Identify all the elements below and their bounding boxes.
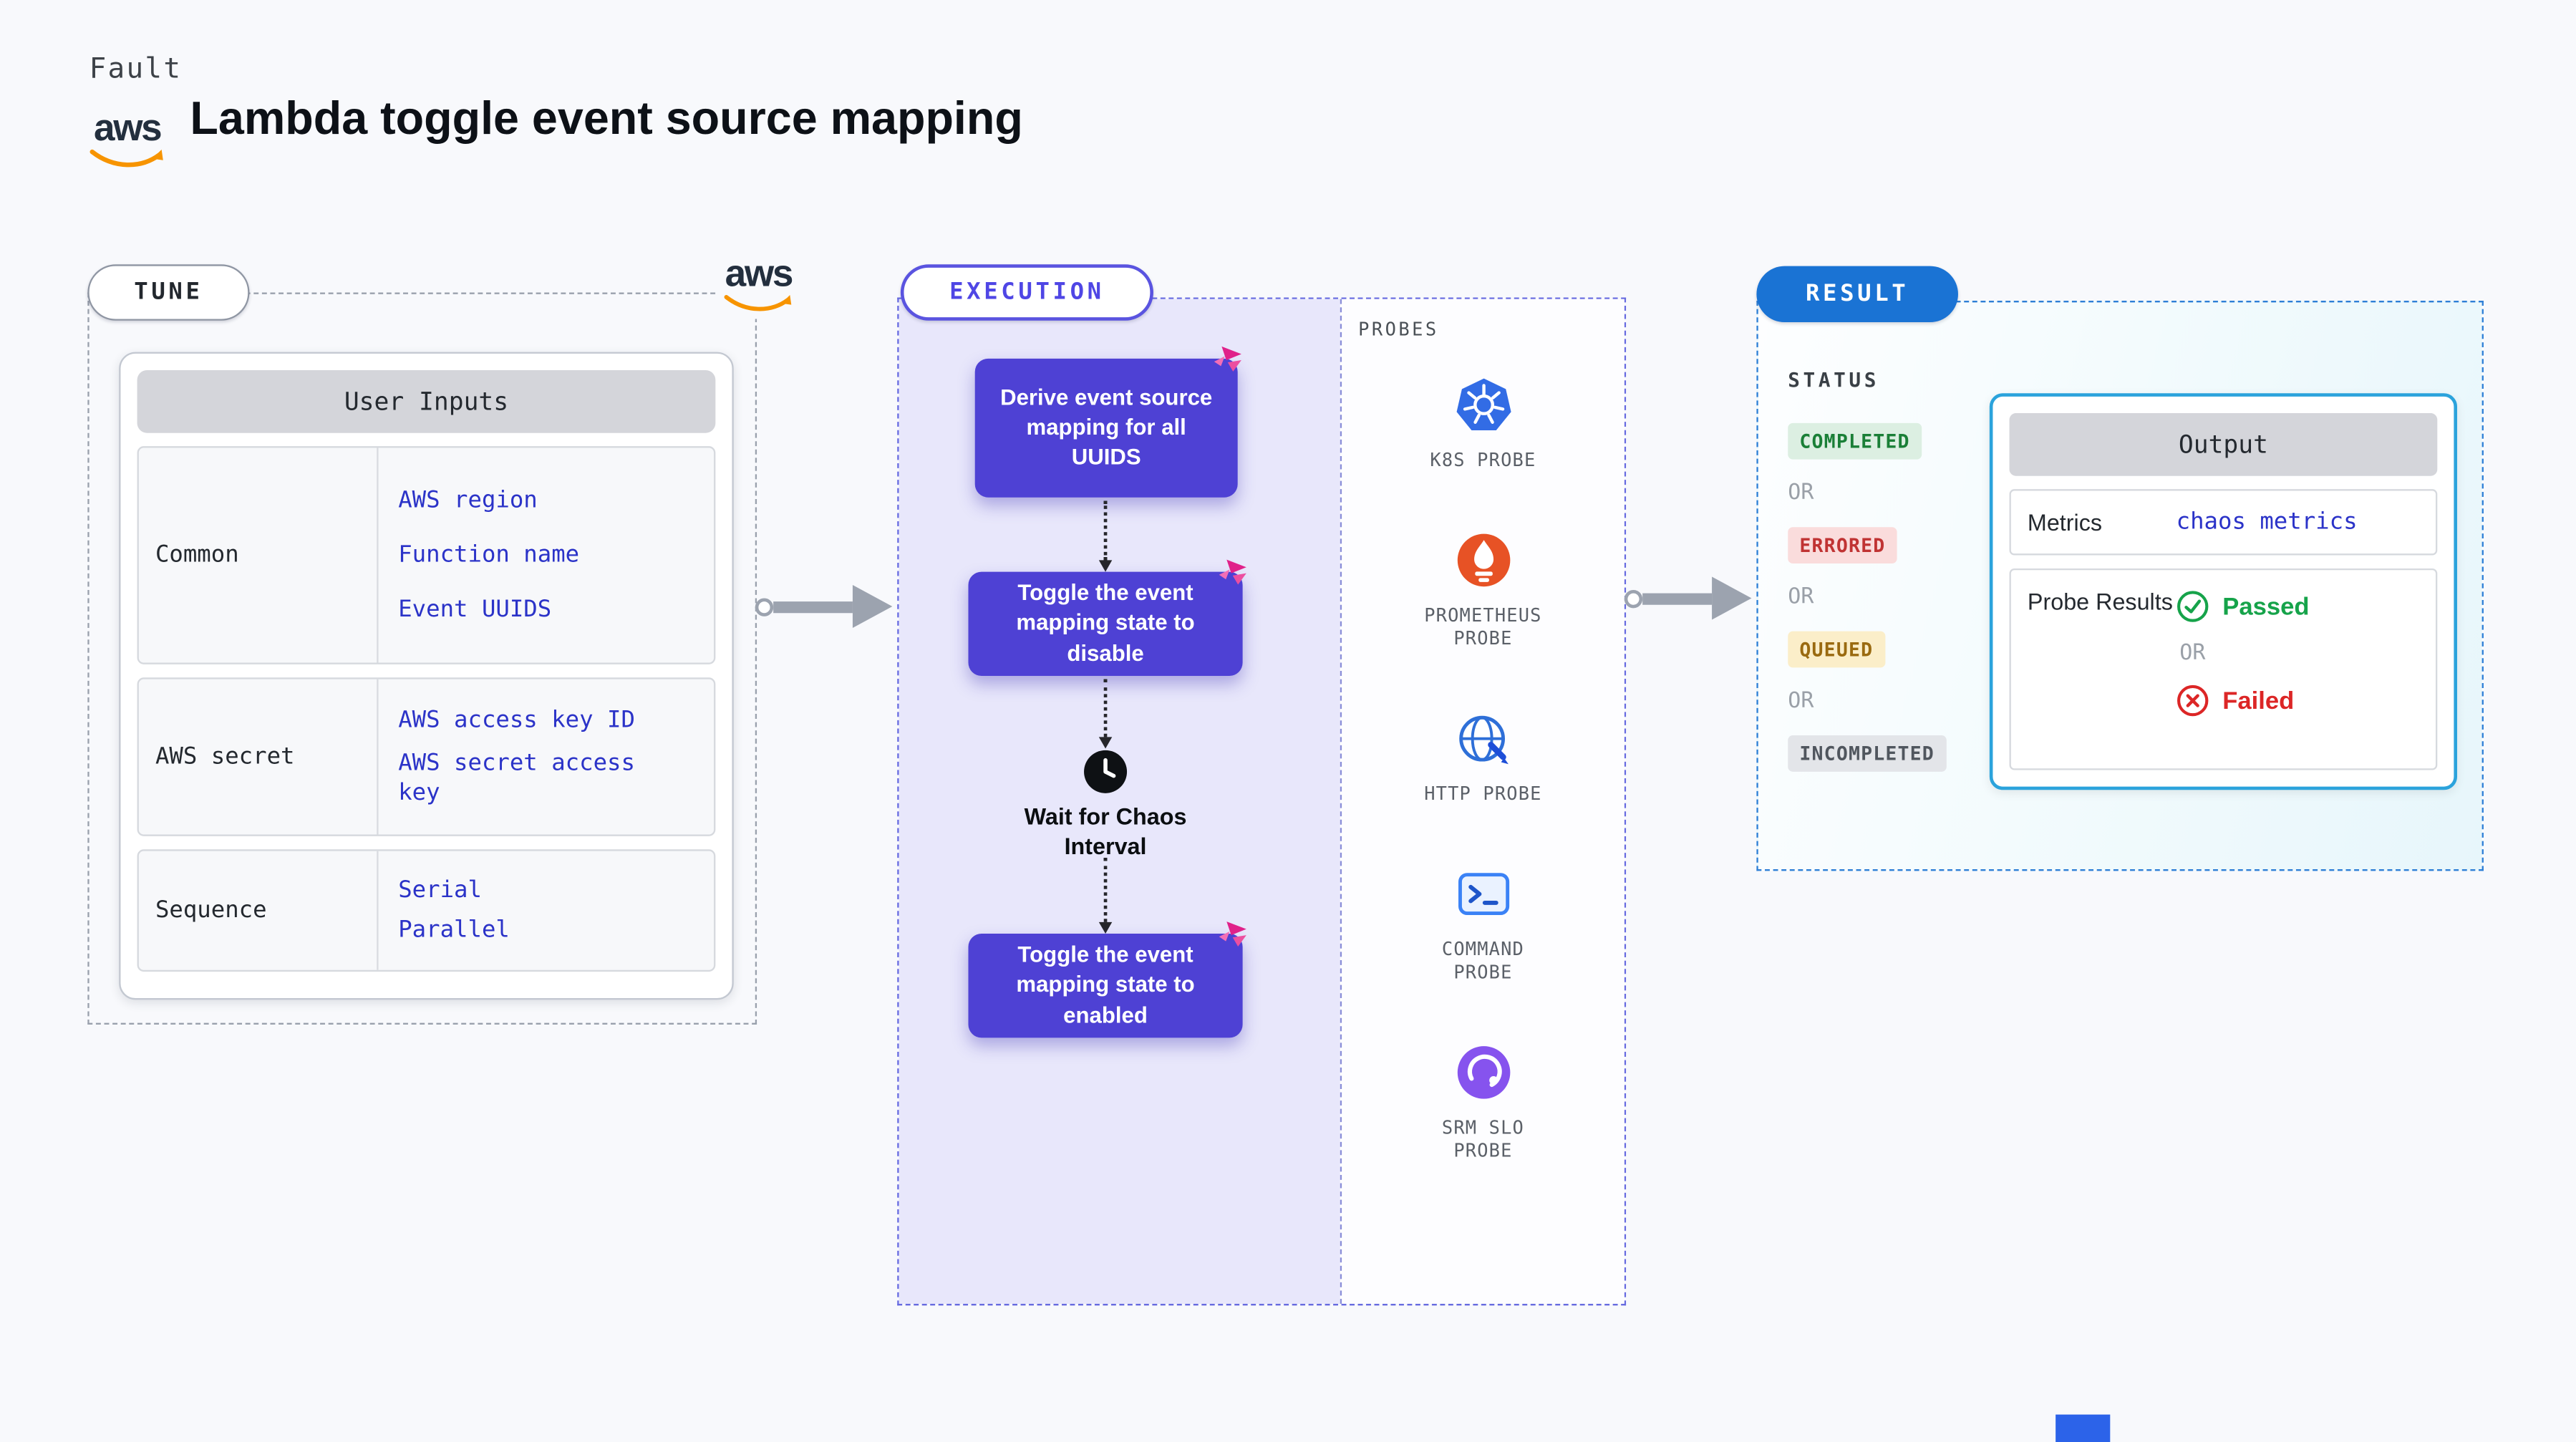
clock-icon bbox=[1084, 750, 1128, 793]
or-label: OR bbox=[1788, 480, 1814, 506]
or-label: OR bbox=[2179, 641, 2206, 667]
status-badge-queued: QUEUED bbox=[1788, 631, 1885, 668]
status-badge-incompleted: INCOMPLETED bbox=[1788, 735, 1947, 772]
globe-pencil-icon bbox=[1458, 715, 1508, 765]
input-value: Serial bbox=[398, 876, 482, 904]
probe-results-label: Probe Results bbox=[2027, 588, 2173, 615]
probe-k8s: K8S PROBE bbox=[1417, 377, 1549, 473]
input-value: Event UUIDS bbox=[398, 596, 552, 624]
x-circle-icon bbox=[2177, 684, 2209, 717]
chaos-fork-icon bbox=[1214, 346, 1241, 372]
user-inputs-card: User Inputs Common AWS region Function n… bbox=[119, 352, 734, 1000]
input-row-label: Sequence bbox=[139, 851, 379, 970]
execution-pill: EXECUTION bbox=[900, 264, 1153, 321]
probe-srm-slo: SRM SLO PROBE bbox=[1417, 1045, 1549, 1163]
aws-logo-text: aws bbox=[93, 105, 163, 149]
arrow-tail-circle bbox=[755, 597, 774, 616]
aws-logo-tune: aws bbox=[717, 251, 800, 319]
probe-name: SRM SLO PROBE bbox=[1441, 1117, 1524, 1162]
gauge-circle-icon bbox=[1456, 1046, 1510, 1099]
input-value: Parallel bbox=[398, 917, 510, 944]
step-toggle-disable: Toggle the event mapping state to disabl… bbox=[968, 559, 1246, 676]
step-label: Derive event source mapping for all UUID… bbox=[1000, 384, 1213, 470]
tune-section bbox=[87, 292, 757, 1025]
input-row-aws-secret: AWS secret AWS access key ID AWS secret … bbox=[137, 677, 716, 836]
input-value: AWS access key ID bbox=[398, 707, 635, 734]
dotted-connector bbox=[1098, 500, 1113, 572]
input-value: Function name bbox=[398, 541, 580, 568]
input-row-label: Common bbox=[139, 447, 379, 663]
fault-kicker: Fault bbox=[89, 52, 183, 87]
probes-section: PROBES bbox=[1340, 299, 1624, 1305]
arrow-shaft bbox=[1642, 592, 1713, 604]
input-row-common: Common AWS region Function name Event UU… bbox=[137, 446, 716, 664]
user-inputs-header: User Inputs bbox=[137, 369, 716, 433]
step-toggle-enable: Toggle the event mapping state to enable… bbox=[968, 921, 1246, 1038]
metrics-label: Metrics bbox=[2027, 508, 2103, 536]
probe-command: COMMAND PROBE bbox=[1417, 866, 1549, 984]
status-badge-completed: COMPLETED bbox=[1788, 422, 1922, 460]
result-section: STATUS COMPLETED OR ERRORED OR QUEUED OR… bbox=[1756, 301, 2484, 871]
chaos-fork-icon bbox=[1219, 921, 1246, 947]
dotted-connector bbox=[1098, 857, 1113, 934]
execution-section: Derive event source mapping for all UUID… bbox=[897, 297, 1627, 1306]
metrics-value: chaos metrics bbox=[2176, 508, 2358, 536]
passed-label: Passed bbox=[2222, 592, 2310, 621]
probe-result-passed: Passed bbox=[2176, 590, 2310, 623]
step-label: Toggle the event mapping state to disabl… bbox=[1016, 580, 1195, 666]
probe-name: HTTP PROBE bbox=[1424, 783, 1542, 805]
probes-label: PROBES bbox=[1358, 319, 1439, 341]
tune-pill: TUNE bbox=[87, 264, 250, 321]
failed-label: Failed bbox=[2222, 686, 2295, 715]
input-row-values: AWS region Function name Event UUIDS bbox=[379, 447, 715, 662]
input-row-values: Serial Parallel bbox=[379, 851, 715, 970]
or-label: OR bbox=[1788, 689, 1814, 715]
status-column: STATUS COMPLETED OR ERRORED OR QUEUED OR… bbox=[1788, 368, 1947, 772]
input-row-values: AWS access key ID AWS secret access key bbox=[379, 679, 715, 835]
input-value: AWS region bbox=[398, 487, 538, 514]
status-label: STATUS bbox=[1788, 368, 1880, 392]
probe-http: HTTP PROBE bbox=[1417, 710, 1549, 806]
probe-name: COMMAND PROBE bbox=[1441, 938, 1524, 984]
check-circle-icon bbox=[2177, 591, 2209, 622]
input-row-sequence: Sequence Serial Parallel bbox=[137, 849, 716, 972]
dotted-connector bbox=[1098, 679, 1113, 749]
input-row-label: AWS secret bbox=[139, 679, 379, 835]
terminal-icon bbox=[1457, 873, 1509, 916]
output-row-metrics: Metrics chaos metrics bbox=[2009, 489, 2438, 556]
probe-results-values: Passed OR Failed bbox=[2176, 586, 2310, 752]
bottom-blue-bar bbox=[2056, 1414, 2111, 1442]
output-header: Output bbox=[2009, 413, 2438, 476]
input-value: AWS secret access key bbox=[398, 750, 635, 807]
arrow-tail-circle bbox=[1624, 589, 1643, 608]
status-badge-errored: ERRORED bbox=[1788, 527, 1897, 564]
output-panel: Output Metrics chaos metrics Probe Resul… bbox=[1989, 393, 2457, 790]
execution-flow-area: Derive event source mapping for all UUID… bbox=[899, 299, 1340, 1305]
arrow-shaft bbox=[773, 600, 853, 613]
prometheus-icon bbox=[1456, 533, 1510, 587]
result-pill: RESULT bbox=[1756, 266, 1958, 323]
probe-result-failed: Failed bbox=[2176, 684, 2310, 717]
or-label: OR bbox=[1788, 585, 1814, 610]
step-label: Toggle the event mapping state to enable… bbox=[1016, 942, 1195, 1027]
step-derive-mapping: Derive event source mapping for all UUID… bbox=[974, 346, 1241, 498]
aws-smile-icon bbox=[724, 294, 792, 311]
arrow-head bbox=[852, 585, 893, 629]
page-title: Lambda toggle event source mapping bbox=[190, 92, 1023, 144]
output-row-probe-results: Probe Results Passed OR bbox=[2009, 568, 2438, 770]
aws-logo: aws bbox=[86, 105, 168, 172]
wait-for-chaos-interval-label: Wait for Chaos Interval bbox=[1024, 803, 1187, 860]
probe-name: PROMETHEUS PROBE bbox=[1424, 604, 1542, 650]
chaos-fork-icon bbox=[1219, 559, 1246, 585]
arrow-head bbox=[1712, 576, 1752, 620]
probe-prometheus: PROMETHEUS PROBE bbox=[1417, 532, 1549, 651]
aws-smile-icon bbox=[89, 149, 163, 168]
aws-logo-text: aws bbox=[725, 251, 794, 294]
probe-name: K8S PROBE bbox=[1430, 449, 1536, 471]
kubernetes-icon bbox=[1456, 378, 1511, 431]
arrow-tune-to-execution bbox=[755, 585, 893, 629]
arrow-execution-to-result bbox=[1624, 576, 1752, 620]
probes-list: K8S PROBE PROMETHEUS PROBE bbox=[1417, 377, 1549, 1163]
